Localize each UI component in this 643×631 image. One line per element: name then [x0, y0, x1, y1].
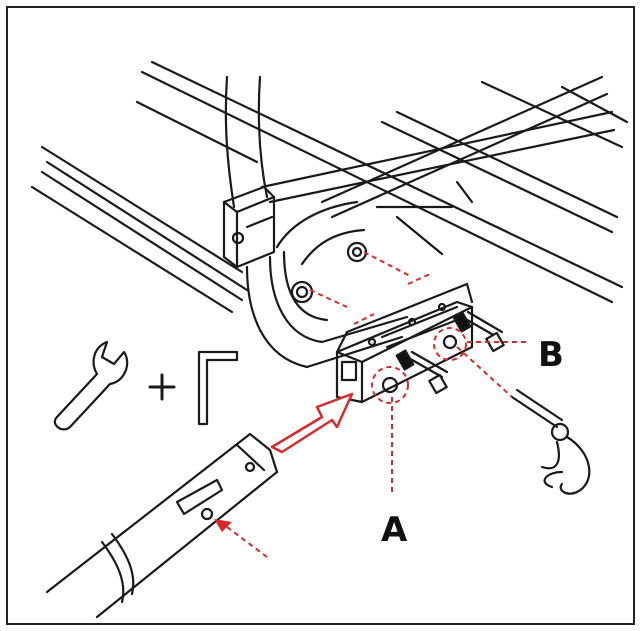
dashed-arrow-head: [214, 519, 232, 532]
tube-clamp: [222, 185, 276, 269]
allen-key-icon: [197, 350, 239, 426]
frame-elbow: [245, 200, 409, 369]
wrench-icon: [53, 340, 129, 431]
assembly-diagram: A B: [6, 6, 635, 625]
screws: [395, 310, 505, 395]
callout-label-a: A: [381, 510, 408, 550]
lower-tube: [45, 432, 279, 619]
plus-icon: [148, 373, 176, 401]
locking-pin: [510, 388, 591, 495]
callout-label-b: B: [538, 335, 564, 375]
insertion-arrow: [270, 392, 354, 454]
connector-bracket: [335, 282, 474, 404]
vertical-tube: [224, 75, 269, 209]
guide-lines: [226, 251, 527, 558]
diagram-drawing: [30, 60, 629, 619]
frame-rails: [30, 60, 629, 314]
frame-bolts: [290, 241, 368, 304]
